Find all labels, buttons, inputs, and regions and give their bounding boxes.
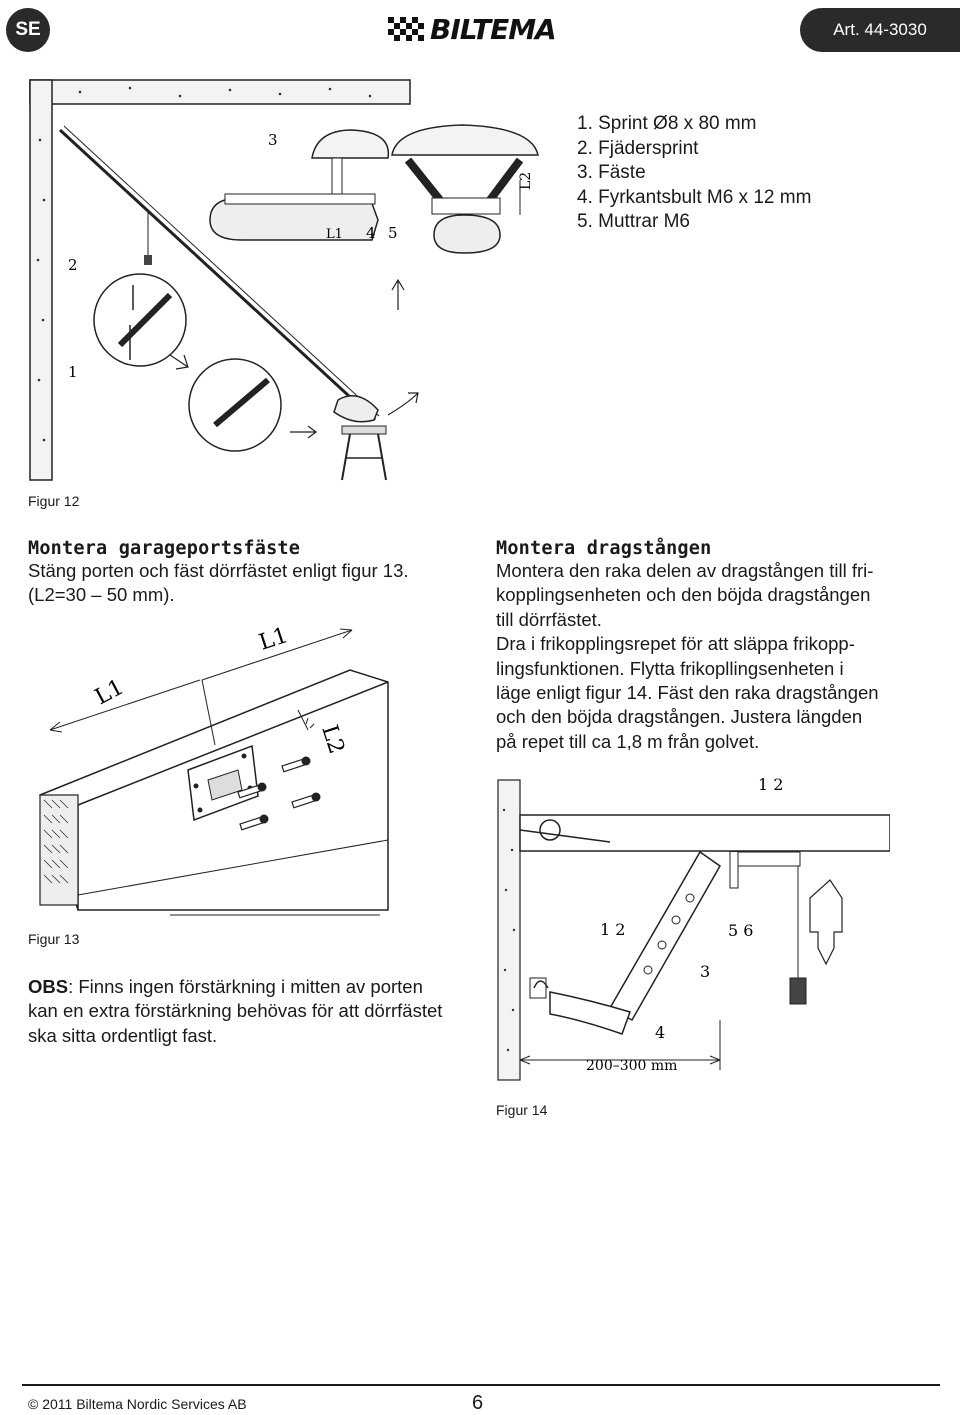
straight-drawbar	[608, 850, 721, 1022]
language-badge: SE	[6, 8, 50, 52]
label-3: 3	[700, 962, 710, 981]
section-line: till dörrfästet.	[496, 608, 602, 630]
label-4: 4	[366, 224, 376, 242]
note-obs: OBS: Finns ingen förstärkning i mitten a…	[28, 975, 448, 1048]
section-line: (L2=30 – 50 mm).	[28, 584, 175, 606]
label-5-6: 5 6	[728, 921, 753, 940]
footer-copyright: © 2011 Biltema Nordic Services AB	[28, 1396, 247, 1412]
label-1-2-mid: 1 2	[600, 920, 625, 939]
label-l1-left: L1	[91, 675, 128, 711]
section-line: lingsfunktionen. Flytta frikopllingsenhe…	[496, 657, 844, 679]
section-line: läge enligt figur 14. Fäst den raka drag…	[496, 682, 879, 704]
section-line: kopplingsenheten och den böjda dragstång…	[496, 584, 871, 606]
dimension-label: 200–300 mm	[586, 1058, 677, 1074]
label-1-2-top: 1 2	[758, 775, 783, 794]
parts-list-item: 3. Fäste	[577, 162, 646, 184]
detail-circle-pin	[93, 273, 187, 367]
label-l1-right: L1	[256, 623, 291, 656]
section-door-bracket: Montera garageportsfäste Stäng porten oc…	[28, 538, 468, 608]
label-l1: L1	[326, 227, 343, 242]
label-4: 4	[655, 1023, 665, 1042]
page-number: 6	[472, 1392, 484, 1414]
label-l2: L2	[518, 172, 534, 190]
biltema-logo: BILTEMA	[388, 12, 557, 46]
parts-list-item: 2. Fjädersprint	[577, 137, 699, 159]
bent-drawbar	[549, 991, 631, 1035]
wall	[29, 79, 53, 481]
label-3: 3	[268, 131, 278, 149]
parts-list-item: 5. Muttrar M6	[577, 211, 690, 233]
figure-12-caption: Figur 12	[28, 493, 80, 509]
ceiling	[29, 79, 411, 105]
note-label: OBS	[28, 976, 69, 997]
figure-14-illustration: 1 2 1 2 5 6 3 4 200–300 mm	[497, 775, 890, 1081]
footer-divider	[22, 1384, 940, 1386]
note-text: : Finns ingen förstärkning i mitten av p…	[28, 976, 443, 1046]
section-drawbar: Montera dragstången Montera den raka del…	[496, 538, 936, 754]
section-line: och den böjda dragstången. Justera längd…	[496, 706, 863, 728]
section-line: Stäng porten och fäst dörrfästet enligt …	[28, 560, 409, 581]
checkered-flag-icon	[388, 17, 424, 41]
label-1: 1	[68, 363, 78, 381]
section-title: Montera garageportsfäste	[28, 538, 301, 559]
figure-13-caption: Figur 13	[28, 931, 80, 947]
brand-name: BILTEMA	[430, 12, 557, 46]
figure-13-illustration: L1 L1 L2	[39, 623, 389, 916]
label-5: 5	[388, 224, 398, 242]
figure-14-caption: Figur 14	[496, 1102, 548, 1118]
section-title: Montera dragstången	[496, 538, 712, 559]
parts-list-item: 4. Fyrkantsbult M6 x 12 mm	[577, 186, 812, 208]
section-line: Dra i frikopplingsrepet för att släppa f…	[496, 633, 855, 655]
label-2: 2	[68, 256, 78, 274]
parts-list: 1. Sprint Ø8 x 80 mm 2. Fjädersprint 3. …	[577, 112, 811, 235]
article-number: Art. 44-3030	[800, 8, 960, 52]
parts-list-item: 1. Sprint Ø8 x 80 mm	[577, 113, 757, 134]
figure-12-illustration: 3 L1 4 5 L2 2 1	[29, 79, 539, 481]
section-line: Montera den raka delen av dragstången ti…	[496, 560, 874, 581]
section-line: på repet till ca 1,8 m från golvet.	[496, 730, 760, 752]
